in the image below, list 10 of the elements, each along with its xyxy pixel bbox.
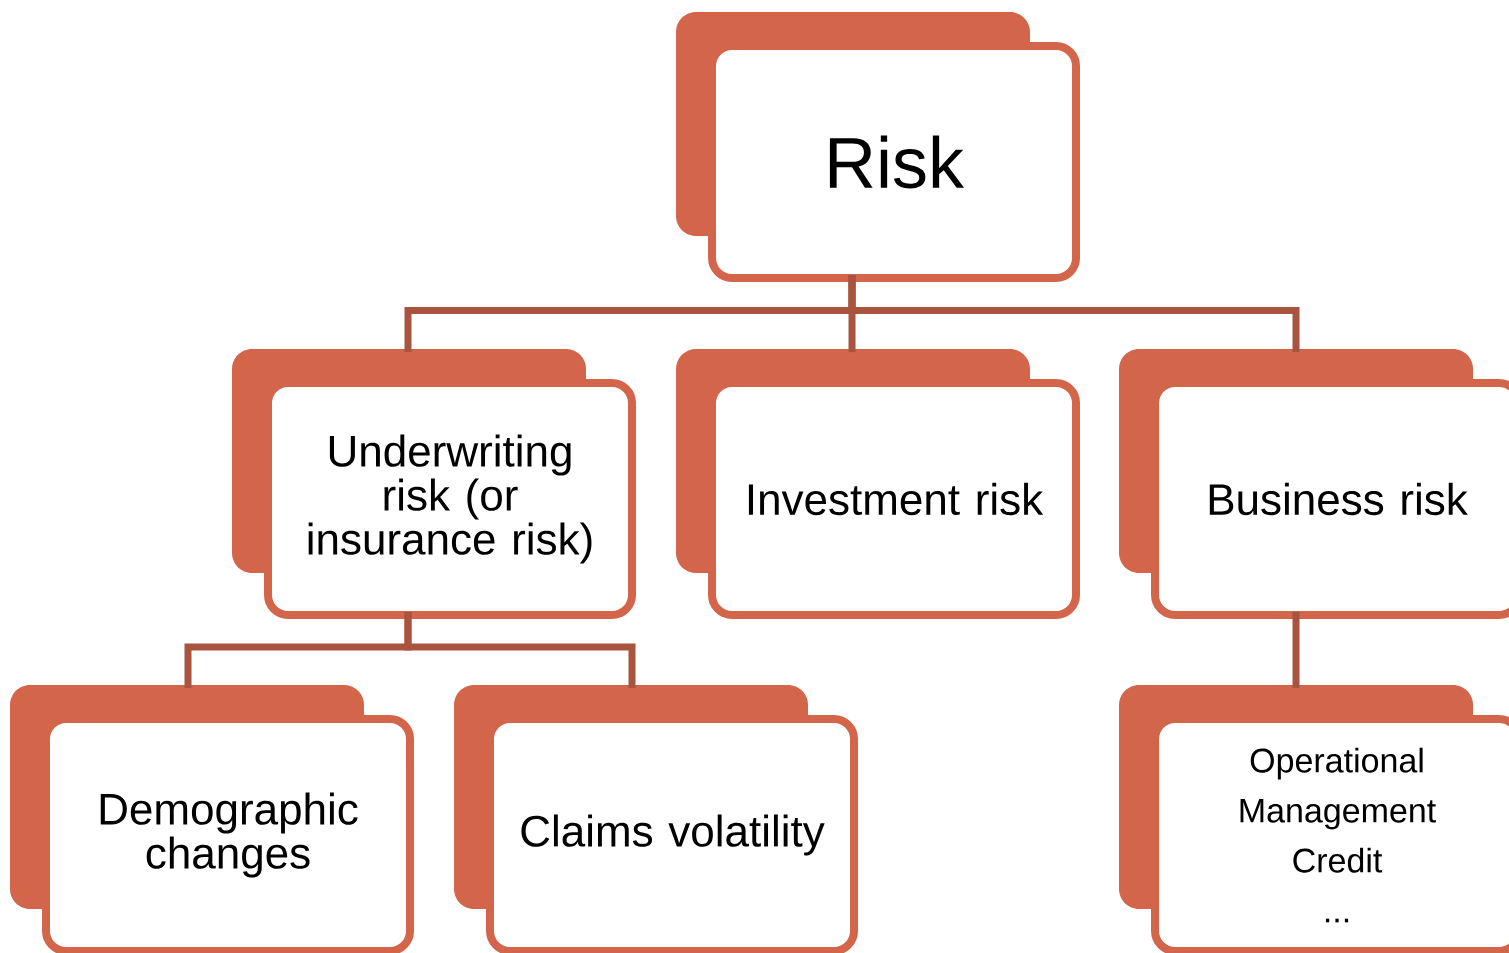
connector-line xyxy=(848,274,1300,353)
card-box: Claims volatility xyxy=(454,685,858,953)
card-box: Underwriting risk (or insurance risk) xyxy=(232,349,636,619)
card-box: Business risk xyxy=(1119,349,1509,619)
card-box: Investment risk xyxy=(676,349,1080,619)
card-box: Operational Management Credit ... xyxy=(1119,685,1509,953)
connector-line xyxy=(1292,611,1300,689)
card-box: Risk xyxy=(676,12,1080,282)
card-box: Demographic changes xyxy=(10,685,414,953)
connector-line xyxy=(404,611,636,689)
